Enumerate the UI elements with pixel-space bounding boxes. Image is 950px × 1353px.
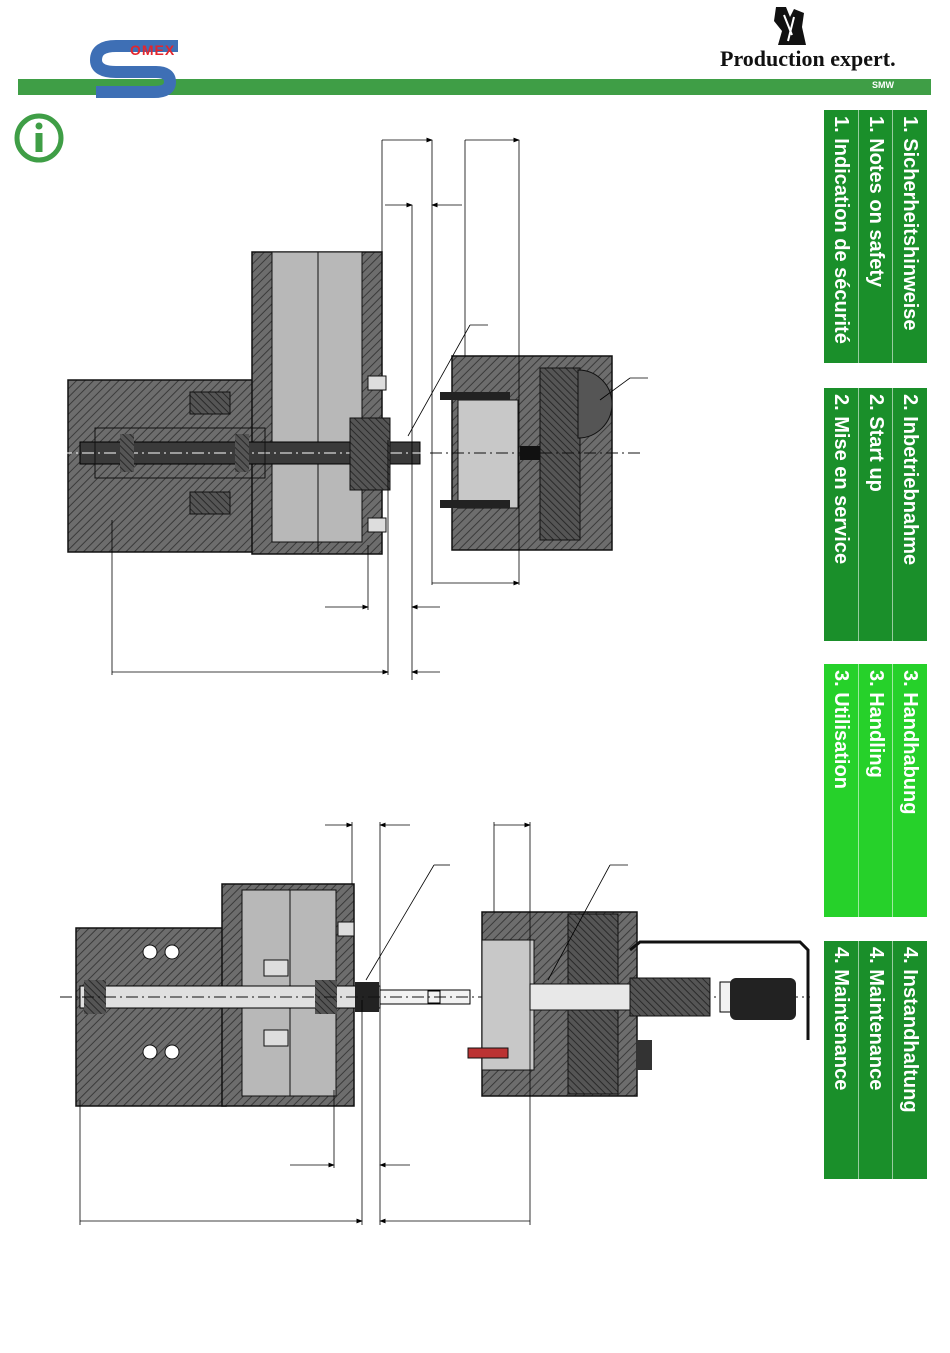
tab-labels: 3. Utilisation 3. Handling 3. Handhabung [824,664,927,917]
tab-safety[interactable]: 1. Indication de sécurité 1. Notes on sa… [824,110,927,363]
tab-label-fr: 2. Mise en service [829,394,853,635]
brand-icon [772,5,808,49]
tagline: Production expert. [720,46,896,72]
page-code: SMW [872,80,894,90]
tab-handling[interactable]: 3. Utilisation 3. Handling 3. Handhabung [824,664,927,917]
tab-label-fr: 1. Indication de sécurité [829,116,853,357]
tab-labels: 1. Indication de sécurité 1. Notes on sa… [824,110,927,363]
tab-labels: 4. Maintenance 4. Maintenance 4. Instand… [824,941,927,1179]
tab-label-en: 1. Notes on safety [864,116,888,357]
tab-label-de: 1. Sicherheitshinweise [898,116,922,357]
tab-label-de: 3. Handhabung [898,670,922,911]
logo-text: OMEX [130,42,175,58]
tab-start-up[interactable]: 2. Mise en service 2. Start up 2. Inbetr… [824,388,927,641]
technical-drawings [0,100,820,1353]
tab-label-de: 2. Inbetriebnahme [898,394,922,635]
upper-assembly-drawing [60,140,648,680]
tab-label-en: 4. Maintenance [864,947,888,1173]
tab-label-en: 3. Handling [864,670,888,911]
tab-label-en: 2. Start up [864,394,888,635]
tab-label-fr: 3. Utilisation [829,670,853,911]
tab-label-de: 4. Instandhaltung [898,947,922,1173]
tab-labels: 2. Mise en service 2. Start up 2. Inbetr… [824,388,927,641]
lower-assembly-drawing [60,822,810,1225]
tab-maintenance[interactable]: 4. Maintenance 4. Maintenance 4. Instand… [824,941,927,1179]
tab-label-fr: 4. Maintenance [829,947,853,1173]
